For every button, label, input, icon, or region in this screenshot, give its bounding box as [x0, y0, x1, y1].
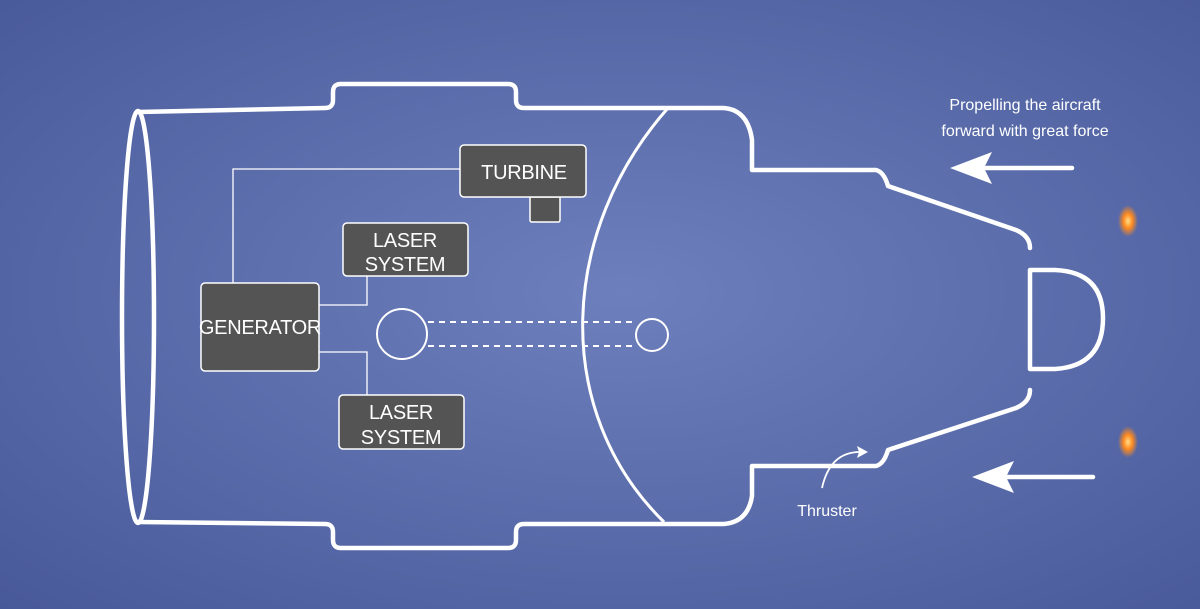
- beam-source-circle: [376, 308, 428, 360]
- wiring: [232, 168, 460, 395]
- laser-system-bottom-label-line1: LASER: [369, 402, 433, 424]
- thruster-pointer-head: [857, 446, 868, 458]
- turbine-box: TURBINE: [459, 144, 587, 223]
- propelling-note-line1: Propelling the aircraft: [949, 97, 1101, 114]
- engine-body-outline: [135, 81, 1033, 551]
- propelling-note-line2: forward with great force: [941, 123, 1108, 140]
- laser-system-bottom-label-line2: SYSTEM: [361, 427, 441, 449]
- laser-system-top-label-line2: SYSTEM: [365, 254, 445, 276]
- thruster-label: Thruster: [797, 503, 857, 520]
- exhaust-glow-lower: [1118, 426, 1138, 458]
- laser-system-top-label-line1: LASER: [373, 230, 437, 252]
- combustion-dome: [581, 107, 670, 524]
- thrust-arrow-lower: [972, 461, 1096, 493]
- generator-label: GENERATOR: [199, 317, 321, 339]
- thruster-pointer: [821, 451, 861, 489]
- intake-ellipse: [119, 108, 157, 526]
- exhaust-glow-upper: [1118, 205, 1138, 237]
- turbine-label: TURBINE: [481, 162, 567, 184]
- laser-system-top-box: LASER SYSTEM: [342, 222, 469, 277]
- generator-box: GENERATOR: [199, 282, 321, 372]
- nozzle-cone: [1027, 267, 1106, 372]
- thrust-arrow-upper: [950, 152, 1075, 184]
- laser-system-bottom-box: LASER SYSTEM: [338, 394, 465, 450]
- beam-target-circle: [635, 318, 669, 352]
